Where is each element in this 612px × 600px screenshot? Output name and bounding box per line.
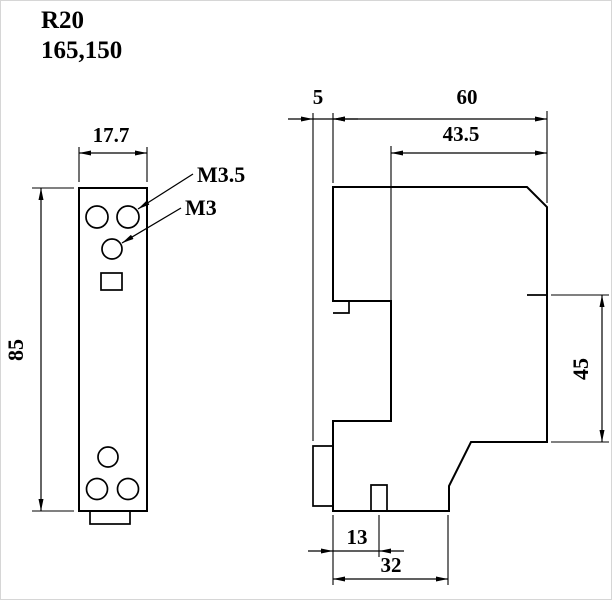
leader-m3: M3 xyxy=(121,195,217,244)
dim-bottom-small: 13 xyxy=(308,515,404,585)
terminal-hole-m3 xyxy=(101,238,123,260)
terminal-hole-bottom-right xyxy=(116,477,140,501)
dim-front-width: 17.7 xyxy=(78,123,148,182)
label-m3-5: M3.5 xyxy=(197,162,245,187)
dim-label-clip-offset: 5 xyxy=(313,85,324,109)
dim-label-bottom-small: 13 xyxy=(347,525,368,549)
dim-label-total-depth: 60 xyxy=(457,85,478,109)
dim-total-depth: 60 xyxy=(333,85,548,203)
dim-front-depth: 43.5 xyxy=(390,122,547,301)
dim-front-height: 85 xyxy=(3,187,74,512)
leader-arrow xyxy=(137,173,194,210)
terminal-hole-top-right xyxy=(116,205,140,229)
leader-arrow xyxy=(121,207,182,244)
side-body-outline xyxy=(332,186,548,512)
rail-hook xyxy=(333,301,350,314)
rail-clip-tab xyxy=(312,445,333,507)
terminal-hole-bottom xyxy=(97,446,119,468)
front-body-outline xyxy=(78,187,148,512)
leader-m3-5: M3.5 xyxy=(137,162,245,210)
title-model: R20 xyxy=(41,7,84,34)
side-view xyxy=(312,186,548,512)
dim-label-front-height: 85 xyxy=(3,339,28,361)
terminal-cavity xyxy=(370,484,388,511)
dim-label-front-depth: 43.5 xyxy=(443,122,480,146)
dim-bottom-large: 32 xyxy=(333,515,449,585)
title-code: 165,150 xyxy=(41,37,122,64)
dim-label-front-width: 17.7 xyxy=(93,123,130,147)
dim-face-height: 45 xyxy=(551,294,609,443)
dim-label-face-height: 45 xyxy=(568,358,593,380)
terminal-hole-bottom-left xyxy=(85,477,109,501)
terminal-hole-top-left xyxy=(85,205,109,229)
label-m3: M3 xyxy=(185,195,217,220)
dim-label-bottom-large: 32 xyxy=(381,553,402,577)
mounting-foot xyxy=(89,510,131,525)
title-block: R20 165,150 xyxy=(41,7,122,64)
indicator-window xyxy=(100,272,123,291)
front-view xyxy=(78,187,148,525)
